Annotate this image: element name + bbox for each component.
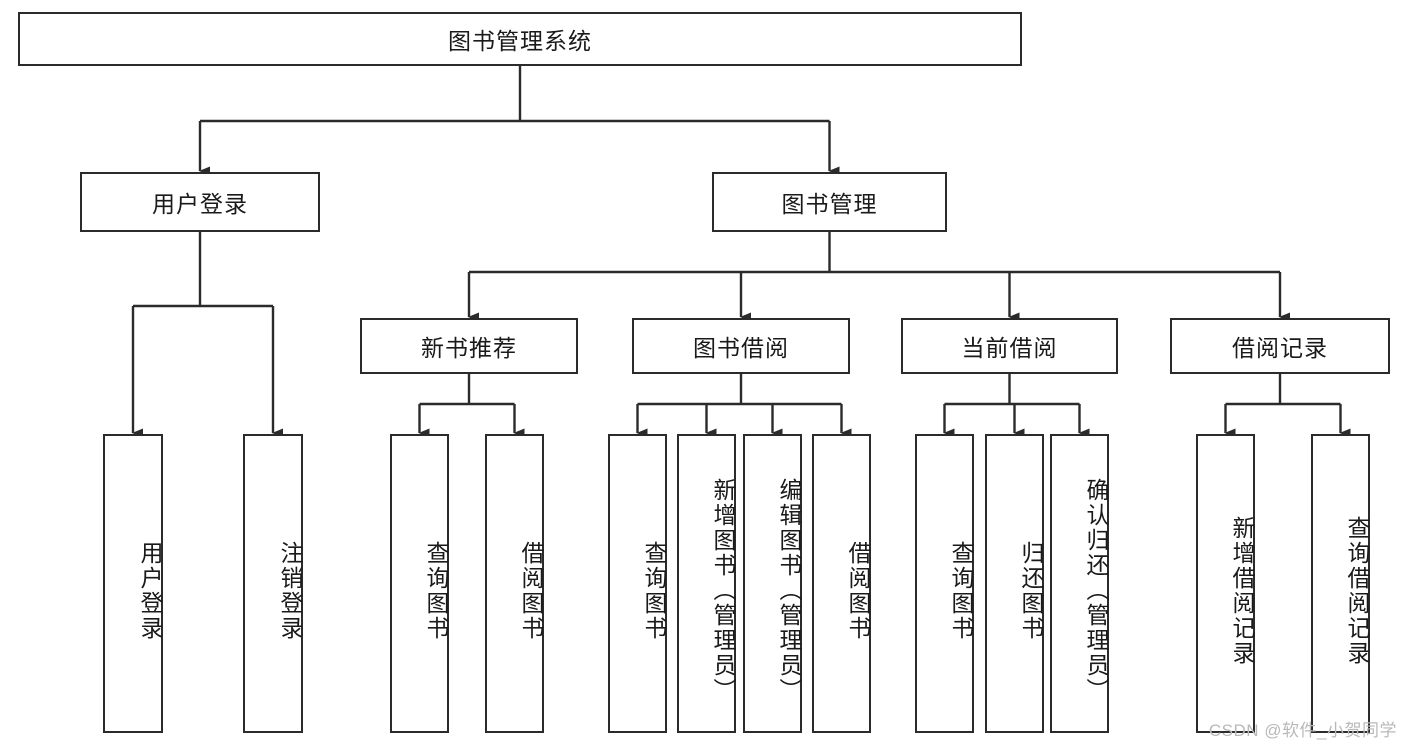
node-label: 借阅图书 [845,540,871,641]
node-label: 新增借阅记录 [1229,515,1255,666]
node-label: 注销登录 [277,540,303,641]
node-leaf-borrow-book-rec[interactable]: 借阅图书 [485,434,544,733]
node-leaf-query-book-cb[interactable]: 查询图书 [915,434,974,733]
node-label: 新增图书（管理员） [710,478,736,703]
node-label: 当前借阅 [961,335,1058,361]
node-label: 新书推荐 [421,335,517,361]
node-user-login[interactable]: 用户登录 [80,172,320,232]
node-label: 确认归还（管理员） [1083,478,1109,703]
node-label: 编辑图书（管理员） [776,478,802,703]
node-leaf-query-book-rec[interactable]: 查询图书 [390,434,449,733]
csdn-watermark: CSDN @软件_小贺同学 [1208,721,1397,740]
node-label: 查询借阅记录 [1344,515,1370,666]
node-leaf-user-logout[interactable]: 注销登录 [243,434,303,733]
node-leaf-query-record[interactable]: 查询借阅记录 [1311,434,1370,733]
node-leaf-confirm-return[interactable]: 确认归还（管理员） [1050,434,1109,733]
node-label: 图书借阅 [693,335,789,361]
node-leaf-return-book[interactable]: 归还图书 [985,434,1044,733]
node-book-manage[interactable]: 图书管理 [712,172,947,232]
node-label: 图书管理 [781,191,878,217]
node-label: 借阅图书 [518,540,544,641]
node-label: 查询图书 [423,540,449,641]
node-root[interactable]: 图书管理系统 [18,12,1022,66]
node-book-borrow[interactable]: 图书借阅 [632,318,850,374]
node-label: 用户登录 [152,191,248,217]
node-leaf-add-record[interactable]: 新增借阅记录 [1196,434,1255,733]
node-label: 图书管理系统 [448,28,592,54]
node-leaf-borrow-book-bb[interactable]: 借阅图书 [812,434,871,733]
node-label: 查询图书 [948,540,974,641]
node-leaf-edit-book[interactable]: 编辑图书（管理员） [743,434,802,733]
node-label: 借阅记录 [1232,335,1328,361]
node-leaf-query-book-bb[interactable]: 查询图书 [608,434,667,733]
node-label: 用户登录 [137,540,163,641]
node-current-borrow[interactable]: 当前借阅 [901,318,1118,374]
node-leaf-user-login[interactable]: 用户登录 [103,434,163,733]
node-new-book-rec[interactable]: 新书推荐 [360,318,578,374]
node-leaf-add-book[interactable]: 新增图书（管理员） [677,434,736,733]
node-borrow-record[interactable]: 借阅记录 [1170,318,1390,374]
node-label: 归还图书 [1018,540,1044,641]
node-label: 查询图书 [641,540,667,641]
